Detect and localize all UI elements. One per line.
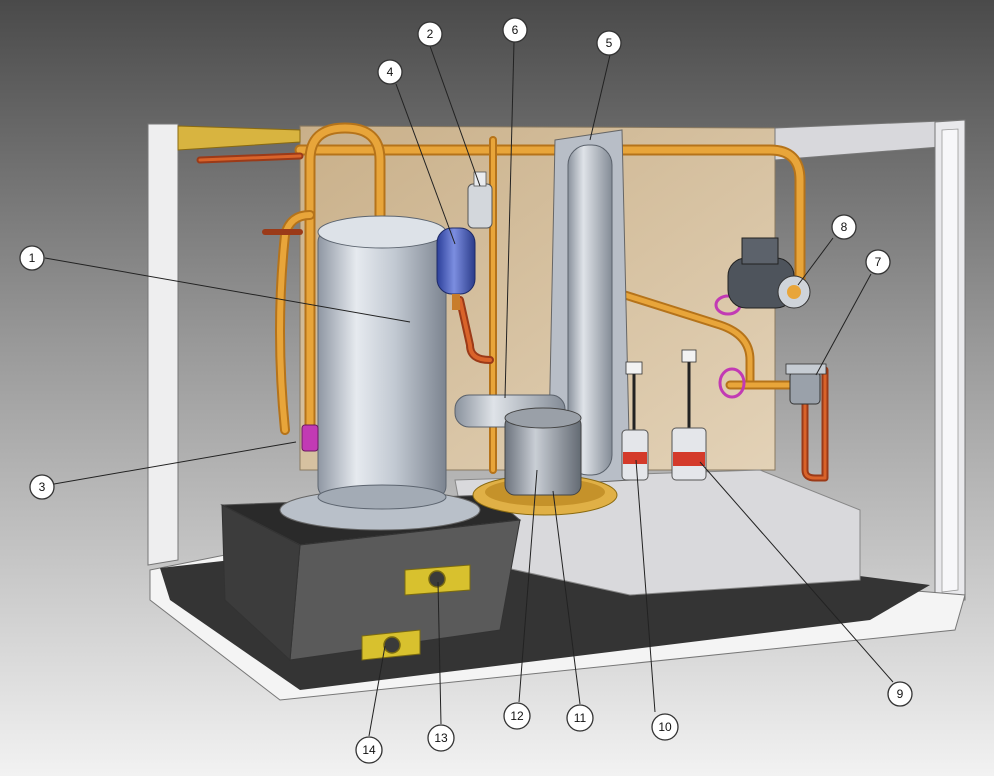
callout-13: 13 — [427, 724, 455, 752]
callout-2-label: 2 — [427, 27, 434, 41]
callout-3-label: 3 — [39, 480, 46, 494]
callout-14: 14 — [355, 736, 383, 764]
solenoid-valve-right — [671, 349, 707, 481]
callout-12: 12 — [503, 702, 531, 730]
leader-12 — [518, 469, 538, 703]
expansion-valve — [718, 363, 827, 405]
magenta-grommet — [301, 424, 319, 452]
leader-2 — [429, 45, 481, 187]
callout-14-label: 14 — [362, 743, 376, 757]
brass-fitting-upper — [404, 564, 471, 596]
solenoid-valve-left — [621, 361, 649, 481]
compressor — [279, 215, 481, 531]
callout-1-label: 1 — [29, 251, 36, 265]
brass-fitting-lower — [361, 629, 421, 661]
leader-lines — [44, 41, 894, 737]
leader-5 — [589, 54, 611, 141]
callout-10-label: 10 — [658, 720, 672, 734]
callout-8: 8 — [831, 214, 857, 240]
pressure-switch — [467, 171, 493, 229]
filter-drier — [436, 227, 476, 310]
callout-1: 1 — [19, 245, 45, 271]
leader-1 — [44, 257, 411, 323]
callout-9-label: 9 — [897, 687, 904, 701]
callout-11: 11 — [566, 704, 594, 732]
callout-7: 7 — [865, 249, 891, 275]
leader-9 — [699, 461, 894, 683]
leader-10 — [635, 459, 656, 713]
motor-assembly — [472, 407, 618, 516]
callout-7-label: 7 — [875, 255, 882, 269]
callout-6: 6 — [502, 17, 528, 43]
leader-3 — [53, 441, 297, 485]
accumulator — [547, 129, 631, 486]
callout-10: 10 — [651, 713, 679, 741]
callout-13-label: 13 — [434, 731, 448, 745]
reversing-valve — [714, 237, 811, 316]
callout-4-label: 4 — [387, 65, 394, 79]
callout-2: 2 — [417, 21, 443, 47]
callout-9: 9 — [887, 681, 913, 707]
callout-12-label: 12 — [510, 709, 524, 723]
leader-7 — [815, 273, 872, 376]
callout-11-label: 11 — [574, 711, 587, 725]
leader-6 — [504, 41, 515, 399]
callout-4: 4 — [377, 59, 403, 85]
callout-8-label: 8 — [841, 220, 848, 234]
leader-13 — [437, 581, 442, 725]
left-frame — [147, 123, 301, 566]
leader-4 — [395, 83, 456, 245]
leader-8 — [797, 237, 834, 286]
right-frame — [774, 119, 966, 601]
callout-5: 5 — [596, 30, 622, 56]
callout-5-label: 5 — [606, 36, 613, 50]
leader-11 — [552, 490, 581, 705]
callout-6-label: 6 — [512, 23, 519, 37]
callout-3: 3 — [29, 474, 55, 500]
leader-14 — [368, 645, 386, 737]
